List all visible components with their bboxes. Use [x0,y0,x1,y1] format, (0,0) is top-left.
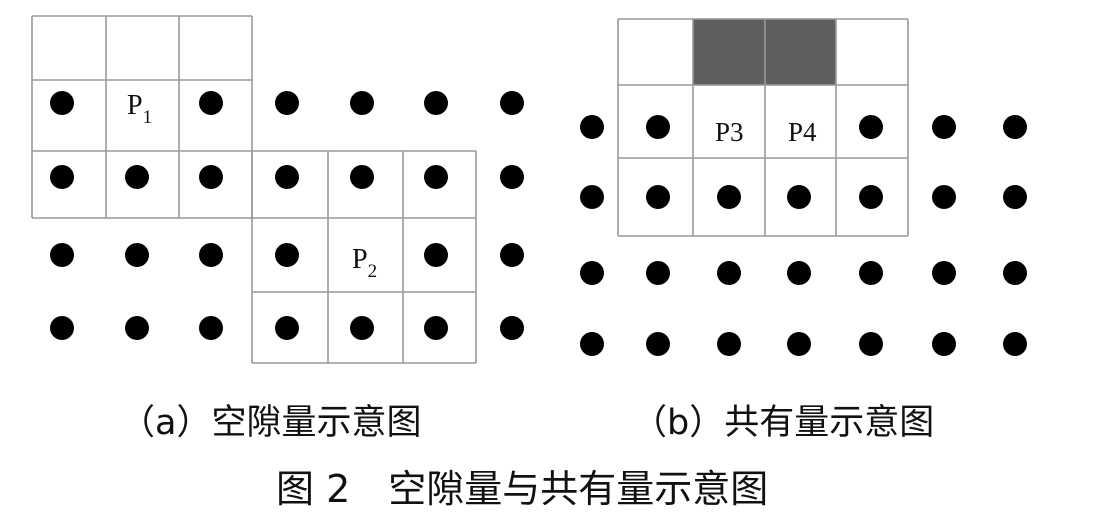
p4-label: P4 [788,117,817,147]
panel-b-window [617,18,909,237]
lattice-dot [275,91,299,115]
lattice-dot [199,91,223,115]
lattice-dot [646,185,670,209]
lattice-dot [125,243,149,267]
lattice-dot [932,185,956,209]
lattice-dot [424,316,448,340]
lattice-dot [1003,332,1027,356]
lattice-dot [424,243,448,267]
panel-b-caption: （b）共有量示意图 [632,403,935,443]
lattice-dot [932,261,956,285]
lattice-dot [1003,115,1027,139]
lattice-dot [50,91,74,115]
lattice-dot [580,115,604,139]
lattice-dot [580,332,604,356]
lattice-dot [787,261,811,285]
lattice-dot [275,316,299,340]
panel-b-dot-lattice [580,115,1027,356]
lattice-dot [1003,185,1027,209]
lattice-dot [500,316,524,340]
panel-a-dot-lattice [50,91,524,340]
lattice-dot [199,243,223,267]
lattice-dot [859,332,883,356]
lattice-dot [500,243,524,267]
panel-a-window-p1 [31,15,253,219]
lattice-dot [500,165,524,189]
lattice-dot [646,332,670,356]
lattice-dot [500,91,524,115]
lattice-dot [125,316,149,340]
lattice-dot [859,185,883,209]
p1-label: P1 [127,90,152,128]
panel-a-window-p2 [251,150,477,364]
panel-a-caption: （a）空隙量示意图 [120,403,422,443]
lattice-dot [50,165,74,189]
lattice-dot [580,185,604,209]
lattice-dot [717,332,741,356]
lattice-dot [424,91,448,115]
lattice-dot [350,316,374,340]
lattice-dot [1003,261,1027,285]
lattice-dot [275,165,299,189]
lattice-dot [859,261,883,285]
lattice-dot [350,91,374,115]
lattice-dot [646,115,670,139]
lattice-dot [646,261,670,285]
lattice-dot [125,165,149,189]
lattice-dot [199,165,223,189]
lattice-dot [50,243,74,267]
lattice-dot [787,185,811,209]
lattice-dot [580,261,604,285]
lattice-dot [932,332,956,356]
lattice-dot [717,185,741,209]
figure-caption: 图 2 空隙量与共有量示意图 [276,467,769,511]
lattice-dot [932,115,956,139]
lattice-dot [424,165,448,189]
lattice-dot [275,243,299,267]
lattice-dot [350,165,374,189]
lattice-dot [50,316,74,340]
p3-label: P3 [715,117,744,147]
lattice-dot [787,332,811,356]
p2-label: P2 [352,244,377,282]
lattice-dot [717,261,741,285]
lattice-dot [859,115,883,139]
lattice-dot [199,316,223,340]
